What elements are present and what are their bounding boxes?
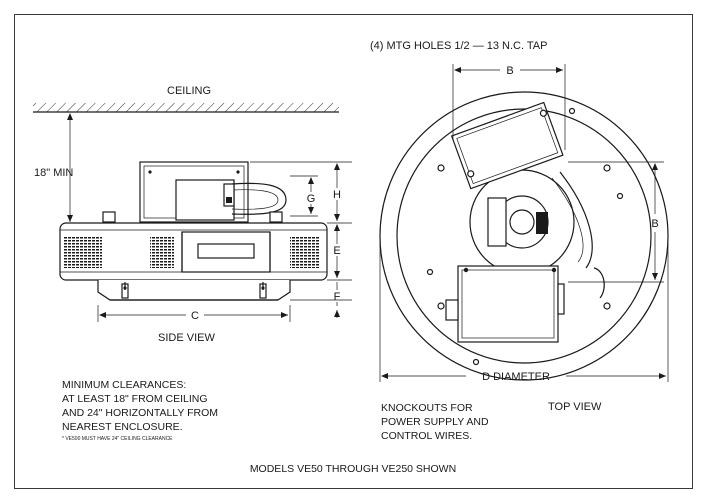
side-view-drawing bbox=[33, 103, 352, 322]
dimension-b-right-label: B bbox=[651, 218, 658, 230]
dimension-h-label: H bbox=[333, 189, 341, 201]
wire-conduit bbox=[551, 171, 605, 299]
side-view-label: SIDE VIEW bbox=[158, 332, 215, 344]
clearances-line-3: AND 24" HORIZONTALLY FROM bbox=[62, 407, 218, 419]
vertical-dimensions bbox=[250, 161, 352, 318]
models-caption: MODELS VE50 THROUGH VE250 SHOWN bbox=[250, 463, 456, 475]
ceiling-line bbox=[33, 103, 339, 113]
dimension-e-label: E bbox=[333, 245, 340, 257]
clearances-line-2: AT LEAST 18" FROM CEILING bbox=[62, 393, 208, 405]
motor-housing bbox=[102, 161, 287, 223]
dimension-g-label: G bbox=[307, 193, 316, 205]
ceiling-label: CEILING bbox=[167, 85, 211, 97]
knockouts-line-3: CONTROL WIRES. bbox=[381, 430, 472, 442]
knockouts-line-1: KNOCKOUTS FOR bbox=[381, 402, 473, 414]
diagram-frame bbox=[14, 14, 693, 489]
top-view-label: TOP VIEW bbox=[548, 401, 602, 413]
dimension-d bbox=[379, 236, 669, 382]
clearances-line-4: NEAREST ENCLOSURE. bbox=[62, 421, 183, 433]
heater-body bbox=[59, 222, 328, 281]
dimension-b-right bbox=[568, 161, 664, 283]
perimeter-screws bbox=[426, 107, 624, 366]
junction-box bbox=[450, 101, 564, 190]
dimension-c bbox=[97, 305, 291, 322]
dimension-c-label: C bbox=[191, 310, 199, 322]
clearances-note: * VE500 MUST HAVE 24" CEILING CLEARANCE bbox=[62, 436, 173, 442]
dimension-b-top-label: B bbox=[506, 65, 513, 77]
control-box bbox=[445, 265, 565, 343]
knockouts-line-2: POWER SUPPLY AND bbox=[381, 416, 489, 428]
ceiling-min-label: 18" MIN bbox=[34, 167, 73, 179]
dimension-f-label: F bbox=[334, 291, 341, 303]
bottom-louver bbox=[97, 280, 291, 301]
fan-motor bbox=[469, 169, 575, 275]
clearances-line-1: MINIMUM CLEARANCES: bbox=[62, 379, 186, 391]
top-view-drawing bbox=[379, 64, 669, 382]
dimension-b-top bbox=[452, 64, 566, 150]
d-diameter-label: D DIAMETER bbox=[482, 371, 550, 383]
mtg-holes-label: (4) MTG HOLES 1/2 — 13 N.C. TAP bbox=[370, 40, 547, 52]
